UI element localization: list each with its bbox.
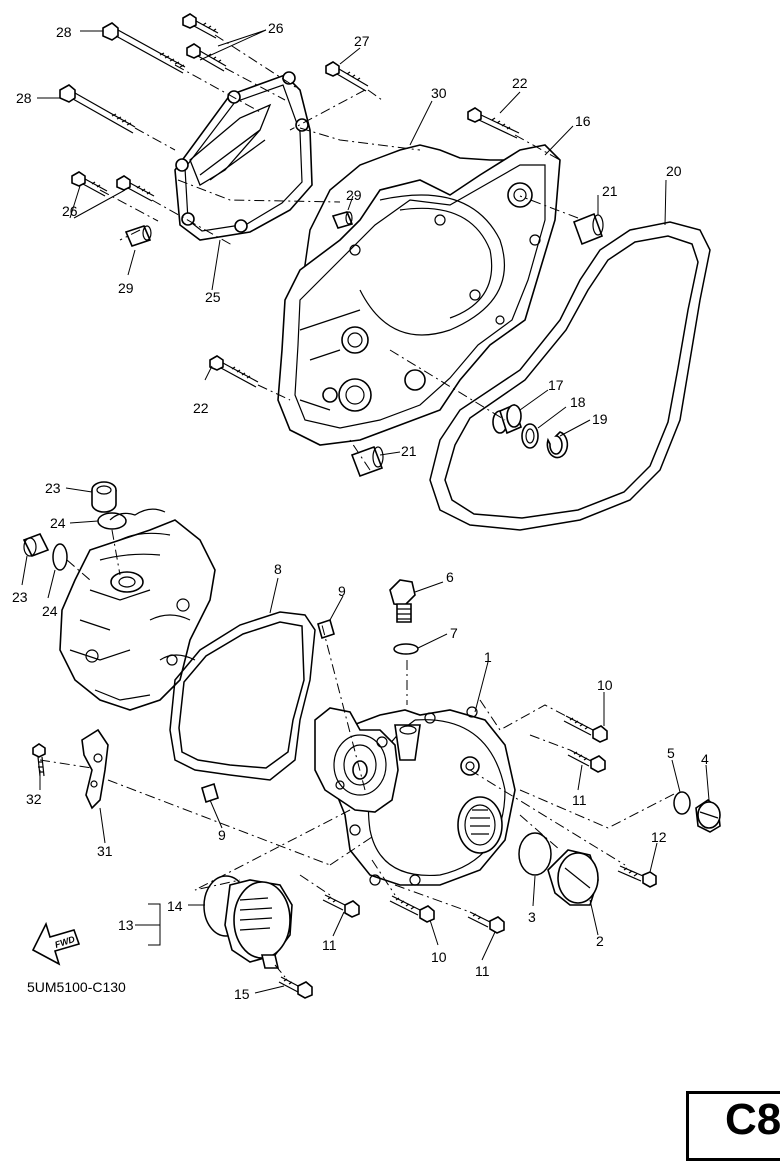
- callout-numbers: 1 2 3 4 5 6 7 8 9 9 10 10 11 11 11 12 13…: [12, 20, 709, 1002]
- bolt-10-lower: [389, 895, 435, 923]
- callout-19: 19: [592, 411, 608, 427]
- collar-21-upper: [572, 212, 604, 246]
- collar-21-lower: [350, 445, 384, 478]
- callout-13: 13: [118, 917, 134, 933]
- bolt-11-left: [322, 894, 360, 918]
- collar-23-lower: [22, 532, 50, 558]
- callout-21-upper: 21: [602, 183, 618, 199]
- cap-2: [547, 849, 599, 906]
- callout-23-lower: 23: [12, 589, 28, 605]
- bolt-26-b: [186, 43, 227, 72]
- callout-15: 15: [234, 986, 250, 1002]
- callout-7: 7: [450, 625, 458, 641]
- page-code: C8: [725, 1095, 780, 1144]
- callout-22-upper: 22: [512, 75, 528, 91]
- dowel-pin-29-right: [331, 211, 354, 229]
- callout-31: 31: [97, 843, 113, 859]
- bolt-15: [278, 976, 313, 999]
- callout-5: 5: [667, 745, 675, 761]
- bearing-17: [492, 403, 522, 435]
- bolt-32: [32, 743, 46, 777]
- bolt-26-c: [71, 171, 108, 197]
- bolt-26-d: [116, 175, 155, 202]
- crankcase-cover-right: [277, 144, 561, 446]
- callout-9-lower: 9: [218, 827, 226, 843]
- callout-29-right: 29: [346, 187, 362, 203]
- callout-24-upper: 24: [50, 515, 66, 531]
- callout-2: 2: [596, 933, 604, 949]
- cover-14: [224, 879, 293, 969]
- bolt-22-lower: [209, 355, 259, 388]
- bolt-26-a: [182, 13, 219, 39]
- callout-26-lower: 26: [62, 203, 78, 219]
- callout-6: 6: [446, 569, 454, 585]
- drawing-code: 5UM5100-C130: [27, 979, 126, 995]
- callout-22-lower: 22: [193, 400, 209, 416]
- dowel-pin-29-left: [124, 225, 152, 247]
- bolt-22-upper: [467, 107, 520, 139]
- water-pump-housing: [314, 707, 399, 813]
- long-bolt-28-lower: [59, 84, 136, 134]
- callout-11-upper: 11: [572, 792, 587, 808]
- o-ring-7: [393, 643, 419, 655]
- callout-leaders: [21, 29, 710, 994]
- o-ring-5: [673, 791, 691, 815]
- callout-23-upper: 23: [45, 480, 61, 496]
- callout-27: 27: [354, 33, 370, 49]
- engine-block-left: [59, 508, 216, 711]
- callout-26-upper: 26: [268, 20, 284, 36]
- callout-10-upper: 10: [597, 677, 613, 693]
- lower-guide-lines: [39, 624, 677, 978]
- upper-guide-lines: [99, 34, 579, 471]
- callout-28-upper: 28: [56, 24, 72, 40]
- callout-9-upper: 9: [338, 583, 346, 599]
- callout-20: 20: [666, 163, 682, 179]
- callout-4: 4: [701, 751, 709, 767]
- long-bolt-28-upper: [102, 22, 186, 74]
- callout-16: 16: [575, 113, 591, 129]
- circlip-19: [546, 431, 569, 459]
- callout-18: 18: [570, 394, 586, 410]
- callout-3: 3: [528, 909, 536, 925]
- gasket-20: [429, 221, 711, 531]
- callout-25: 25: [205, 289, 221, 305]
- callout-28-lower: 28: [16, 90, 32, 106]
- callout-29-left: 29: [118, 280, 134, 296]
- bolt-11-right: [467, 911, 505, 934]
- o-ring-24-lower: [52, 543, 68, 571]
- o-ring-3: [518, 832, 552, 876]
- bolt-10-upper: [563, 715, 608, 743]
- plug-4: [695, 799, 721, 833]
- clutch-cover-25: [174, 71, 313, 241]
- dowel-pin-9-upper: [317, 618, 335, 640]
- collar-23-upper: [91, 481, 117, 513]
- gasket-8-inner: [178, 621, 305, 769]
- callout-8: 8: [274, 561, 282, 577]
- callout-21-lower: 21: [401, 443, 417, 459]
- callout-17: 17: [548, 377, 564, 393]
- gasket-8: [169, 611, 316, 781]
- dowel-pin-9-lower: [201, 782, 219, 804]
- callout-32: 32: [26, 791, 42, 807]
- callout-10-lower: 10: [431, 949, 447, 965]
- bolt-27: [325, 61, 369, 92]
- callout-12: 12: [651, 829, 667, 845]
- callout-11-left: 11: [322, 937, 337, 953]
- bolt-12: [617, 865, 657, 888]
- left-guide-lines: [66, 529, 121, 581]
- callout-24-lower: 24: [42, 603, 58, 619]
- page-code-box: C8: [686, 1091, 780, 1161]
- callout-30: 30: [431, 85, 447, 101]
- o-ring-24-upper: [97, 512, 127, 530]
- oil-filler-plug-6: [389, 579, 416, 623]
- callout-1: 1: [484, 649, 492, 665]
- seal-18: [521, 423, 539, 449]
- callout-11-right: 11: [475, 963, 490, 979]
- fwd-arrow-icon: FWD: [31, 921, 81, 966]
- gasket-20-inner: [444, 235, 699, 519]
- bolt-11-upper: [567, 749, 606, 773]
- callout-14: 14: [167, 898, 183, 914]
- guide-31: [81, 728, 109, 810]
